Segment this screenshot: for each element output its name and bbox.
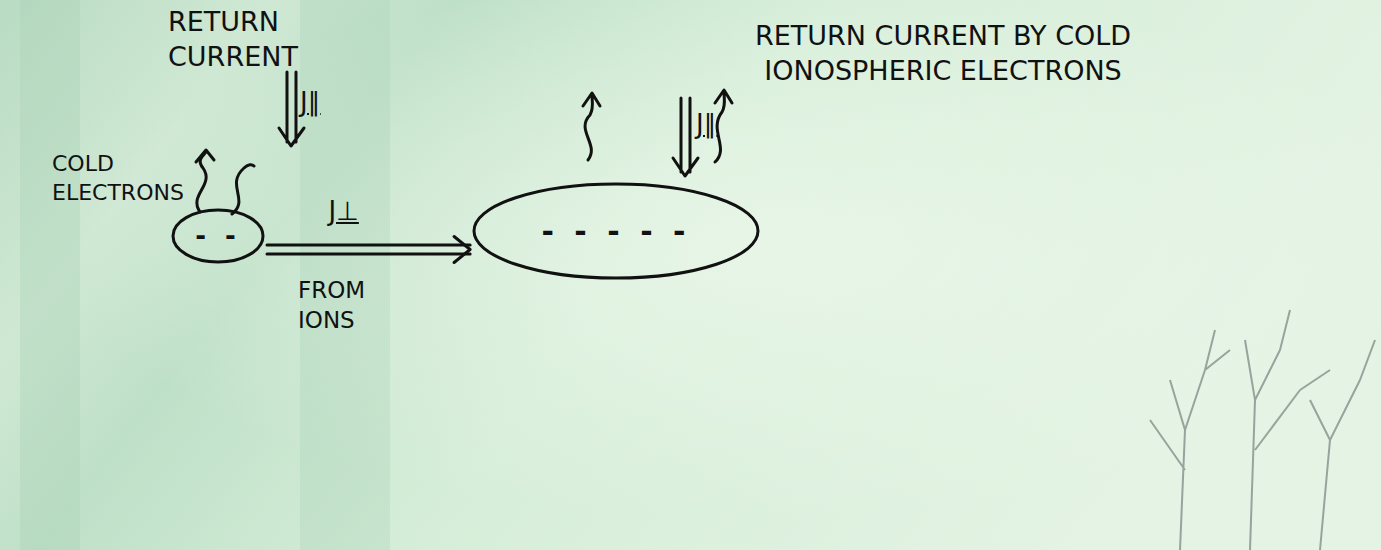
charge-region: - - - - - — [474, 184, 758, 278]
current-symbol: J⊥ — [329, 196, 359, 226]
annotation-text: RETURN CURRENT — [168, 4, 328, 74]
ellipse-outline — [173, 210, 263, 262]
current-symbol: J∥ — [696, 108, 756, 142]
current-arrow — [673, 98, 698, 176]
aurora-band — [300, 0, 390, 550]
electron-squiggle — [583, 93, 600, 160]
electron-squiggle — [196, 150, 214, 212]
annotation-text: RETURN CURRENT BY COLD IONOSPHERIC ELECT… — [748, 18, 1138, 88]
charge-region: - - — [173, 210, 263, 262]
annotation-text: FROM IONS — [298, 276, 388, 336]
annotation-text: COLD ELECTRONS — [52, 150, 187, 207]
electron-squiggle — [232, 165, 254, 214]
arrow-shaft — [267, 244, 470, 247]
arrow-shaft — [267, 253, 470, 256]
tree-silhouette — [1150, 310, 1375, 550]
aurora-band — [20, 0, 80, 550]
ellipse-outline — [474, 184, 758, 278]
charge-signs: - - — [173, 210, 263, 262]
arrow-head — [454, 237, 470, 263]
electron-squiggle — [715, 90, 732, 162]
charge-signs: - - - - - — [474, 184, 758, 278]
current-symbol: J∥ — [300, 86, 360, 120]
current-arrow — [267, 237, 470, 263]
